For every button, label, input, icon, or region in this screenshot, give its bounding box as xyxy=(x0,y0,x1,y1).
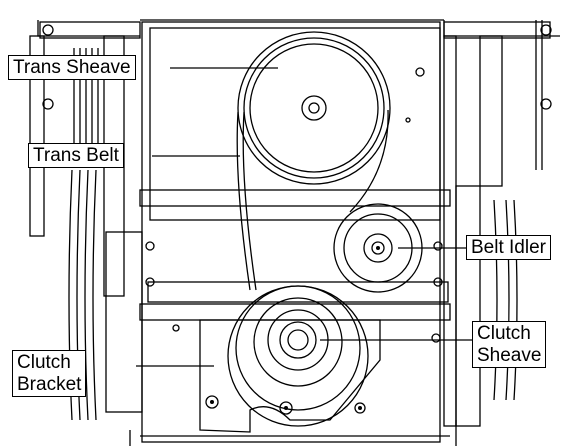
label-belt-idler: Belt Idler xyxy=(466,235,551,260)
clutch-sheave-outer xyxy=(227,285,369,427)
bolt xyxy=(431,333,441,343)
main-frame-plate xyxy=(141,21,441,443)
bottom-frame xyxy=(129,420,457,446)
upper-crossbar xyxy=(139,189,451,207)
bolt xyxy=(405,117,411,123)
bolt-center xyxy=(210,400,214,404)
label-clutch-sheave: Clutch Sheave xyxy=(472,321,547,368)
bolt xyxy=(540,24,552,36)
left-top-bracket xyxy=(39,21,141,39)
belt-idler-hub xyxy=(363,233,393,263)
label-clutch-bracket: Clutch Bracket xyxy=(12,350,87,397)
clutch-sheave-rim xyxy=(235,285,361,411)
bolt xyxy=(415,67,425,77)
clutch-sheave-bore xyxy=(287,329,309,351)
trans-sheave-bore xyxy=(308,102,320,114)
label-clutch-bracket-line1: Clutch xyxy=(17,352,71,373)
label-trans-belt: Trans Belt xyxy=(28,143,124,168)
trans-sheave-rim xyxy=(243,37,385,179)
label-clutch-bracket-line2: Bracket xyxy=(17,374,82,395)
right-vertical-rod xyxy=(535,20,543,170)
bolt xyxy=(145,277,155,287)
label-clutch-sheave-line1: Clutch xyxy=(477,323,531,344)
label-trans-sheave-text: Trans Sheave xyxy=(13,57,131,78)
trans-sheave-outer xyxy=(237,31,391,185)
belt-idler-bore xyxy=(371,241,385,255)
bolt xyxy=(42,98,54,110)
bolt xyxy=(279,401,293,415)
middle-crossbar xyxy=(147,281,449,303)
bolt-center xyxy=(284,406,288,410)
bolt xyxy=(540,98,552,110)
right-lower-plate xyxy=(455,185,481,427)
left-side-rail xyxy=(29,35,45,237)
label-trans-sheave: Trans Sheave xyxy=(8,55,136,80)
left-pulley-housing xyxy=(105,231,143,413)
clutch-sheave-hub xyxy=(279,321,317,359)
clutch-sheave-inner xyxy=(267,309,329,371)
trans-belt-left xyxy=(236,111,251,291)
label-clutch-sheave-line2: Sheave xyxy=(477,345,542,366)
right-top-bracket xyxy=(443,21,551,39)
left-spring-stack xyxy=(73,48,99,150)
label-trans-belt-text: Trans Belt xyxy=(33,145,119,166)
right-bracket-plate xyxy=(479,35,503,187)
trans-belt-left-inner xyxy=(242,111,257,291)
right-side-rail xyxy=(443,35,457,427)
clutch-bracket-plate xyxy=(199,319,381,433)
bolt xyxy=(145,241,155,251)
bolt xyxy=(354,402,366,414)
bolt xyxy=(433,241,443,251)
lower-crossbar xyxy=(139,303,451,321)
bolt-center xyxy=(358,406,362,410)
belt-idler-pin xyxy=(376,246,380,250)
bolt xyxy=(205,395,219,409)
bolt xyxy=(433,277,443,287)
trans-sheave-inner xyxy=(249,43,379,173)
trans-sheave-hub xyxy=(301,95,327,121)
upper-frame-panel xyxy=(149,27,441,221)
bolt xyxy=(42,24,54,36)
bolt xyxy=(172,324,180,332)
right-pulley-disc xyxy=(493,199,518,401)
left-pulley-stack xyxy=(68,169,97,421)
trans-belt-right xyxy=(349,109,389,213)
label-belt-idler-text: Belt Idler xyxy=(471,237,546,258)
clutch-sheave-mid xyxy=(253,297,343,387)
